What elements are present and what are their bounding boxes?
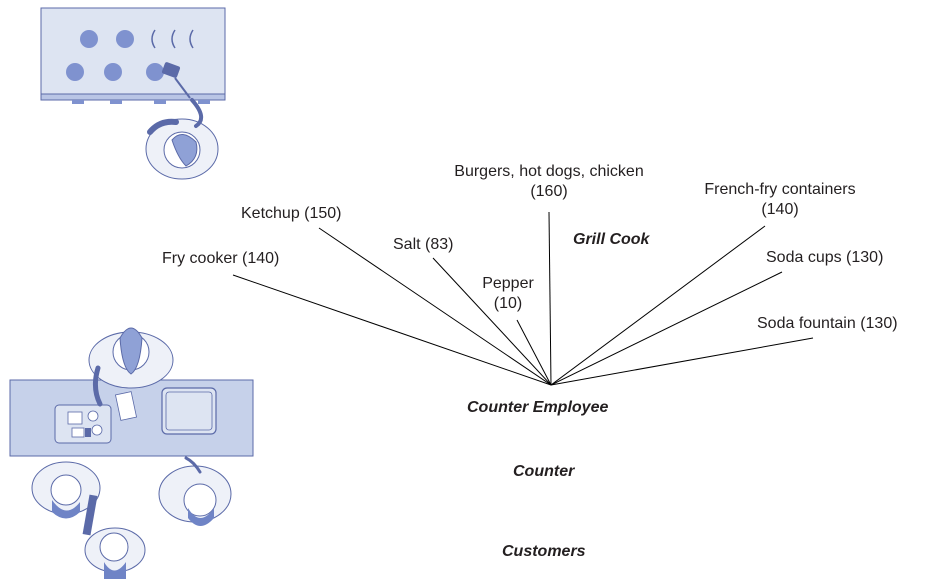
reach-lines <box>232 211 814 386</box>
label-soda-cups: Soda cups (130) <box>766 249 884 266</box>
line-fry-cooker <box>232 274 552 386</box>
label-grill-cook: Grill Cook <box>573 231 650 248</box>
label-burgers: Burgers, hot dogs, chicken (160) <box>430 162 668 202</box>
line-salt <box>432 257 552 386</box>
label-french-fry-name: French-fry containers <box>704 181 856 198</box>
customers-figures <box>31 456 232 579</box>
counter-employee-figure <box>88 327 174 407</box>
label-salt: Salt (83) <box>393 236 454 253</box>
line-ketchup <box>318 227 552 386</box>
grill-illustration <box>40 7 226 104</box>
label-pepper-count: (10) <box>493 295 523 312</box>
counter-illustration <box>9 379 254 457</box>
line-burgers <box>548 211 552 386</box>
label-ketchup: Ketchup (150) <box>241 205 342 222</box>
grill-cook-figure <box>145 98 219 180</box>
label-pepper: Pepper (10) <box>475 274 541 314</box>
label-french-fry-count: (140) <box>761 201 799 218</box>
label-burgers-name: Burgers, hot dogs, chicken <box>454 163 644 180</box>
line-french-fry <box>550 225 766 386</box>
line-soda-fountain <box>550 337 814 386</box>
label-french-fry: French-fry containers (140) <box>675 180 885 220</box>
label-soda-fountain: Soda fountain (130) <box>757 315 898 332</box>
line-pepper <box>516 319 552 386</box>
label-customers: Customers <box>502 543 586 560</box>
label-pepper-name: Pepper <box>482 275 534 292</box>
label-burgers-count: (160) <box>530 183 568 200</box>
label-counter: Counter <box>513 463 575 480</box>
line-soda-cups <box>550 271 783 386</box>
label-fry-cooker: Fry cooker (140) <box>162 250 280 267</box>
label-counter-employee: Counter Employee <box>467 399 609 416</box>
